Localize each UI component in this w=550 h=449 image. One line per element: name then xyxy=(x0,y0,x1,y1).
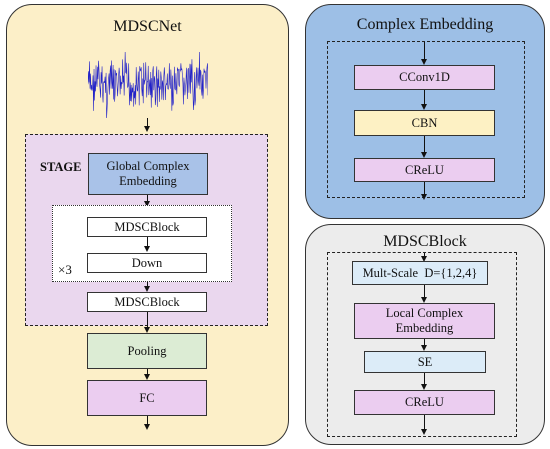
signal-trace xyxy=(88,51,208,119)
pooling-box: Pooling xyxy=(87,333,207,369)
down-box: Down xyxy=(87,253,207,273)
global-complex-embedding-box: Global Complex Embedding xyxy=(88,153,208,195)
local-complex-embedding-box: Local Complex Embedding xyxy=(354,303,495,339)
mdscblock-inner-box: MDSCBlock xyxy=(87,217,207,237)
se-box: SE xyxy=(364,351,486,373)
stage-label: STAGE xyxy=(40,160,82,174)
complex-embedding-title: Complex Embedding xyxy=(356,16,494,33)
multiscale-box: Mult-Scale D={1,2,4} xyxy=(352,261,488,285)
fc-box: FC xyxy=(87,380,207,416)
mdscnet-title: MDSCNet xyxy=(113,18,182,35)
mdscblock-container xyxy=(327,252,517,437)
arrow-signal-to-stage xyxy=(147,118,148,128)
repeat-label: ×3 xyxy=(58,262,72,277)
cbn-box: CBN xyxy=(354,110,495,136)
mdscblock-after-box: MDSCBlock xyxy=(87,292,207,312)
mdscblock-title: MDSCBlock xyxy=(383,233,467,250)
input-signal-waveform xyxy=(88,51,208,119)
crelu-box-block: CReLU xyxy=(354,390,495,415)
output-arrow xyxy=(144,424,150,430)
crelu-box-embedding: CReLU xyxy=(354,158,495,182)
cconv1d-box: CConv1D xyxy=(354,65,495,90)
